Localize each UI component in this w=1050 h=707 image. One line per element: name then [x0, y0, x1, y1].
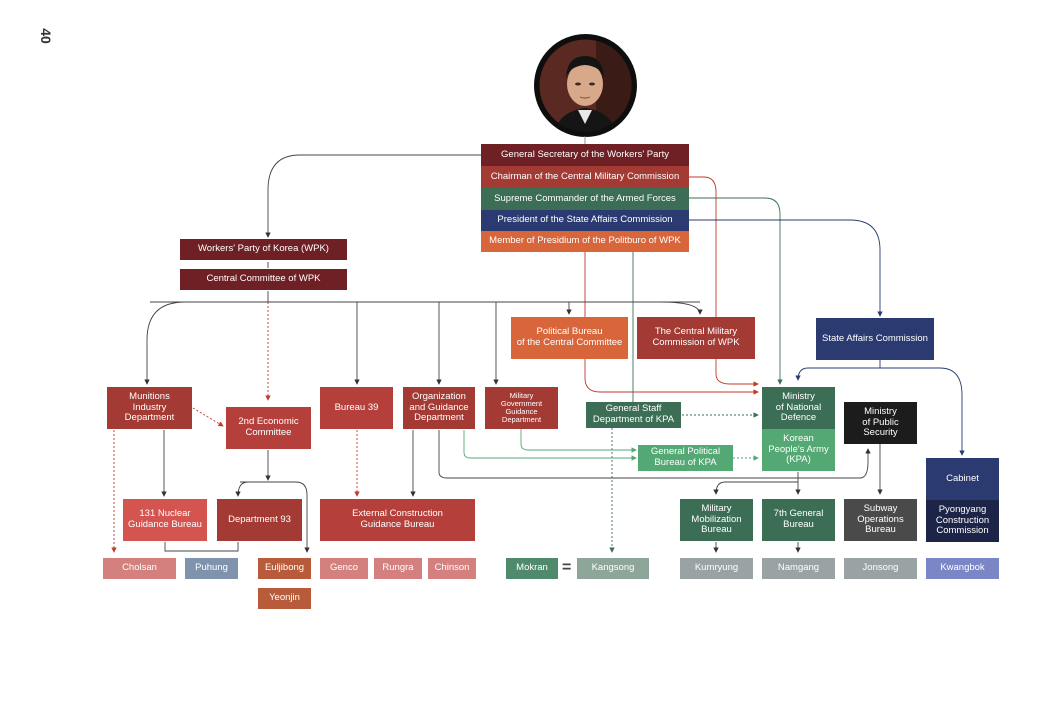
node-department-93: Department 93 — [217, 499, 302, 541]
node-subway-operations: Subway Operations Bureau — [844, 499, 917, 541]
company-chinson: Chinson — [428, 558, 476, 579]
node-131-nuclear: 131 Nuclear Guidance Bureau — [123, 499, 207, 541]
node-central-military-commission: The Central Military Commission of WPK — [637, 317, 755, 359]
company-rungra: Rungra — [374, 558, 422, 579]
company-jonsong: Jonsong — [844, 558, 917, 579]
company-namgang: Namgang — [762, 558, 835, 579]
node-political-bureau: Political Bureau of the Central Committe… — [511, 317, 628, 359]
node-central-committee: Central Committee of WPK — [180, 269, 347, 290]
title-president-sac: President of the State Affairs Commissio… — [481, 210, 689, 231]
node-general-political-bureau: General Political Bureau of KPA — [638, 445, 733, 471]
node-second-economic: 2nd Economic Committee — [226, 407, 311, 449]
node-7th-general-bureau: 7th General Bureau — [762, 499, 835, 541]
node-external-construction: External Construction Guidance Bureau — [320, 499, 475, 541]
node-general-staff: General Staff Department of KPA — [586, 402, 681, 428]
node-ministry-public-security: Ministry of Public Security — [844, 402, 917, 444]
node-military-government-guidance: Military Government Guidance Department — [485, 387, 558, 429]
node-wpk: Workers' Party of Korea (WPK) — [180, 239, 347, 260]
equals-sign: = — [562, 559, 572, 576]
node-ministry-national-defence: Ministry of National Defence — [762, 387, 835, 429]
title-supreme-commander: Supreme Commander of the Armed Forces — [481, 188, 689, 210]
company-kumryung: Kumryung — [680, 558, 753, 579]
title-politburo-member: Member of Presidium of the Politburo of … — [481, 231, 689, 252]
company-kangsong: Kangsong — [577, 558, 649, 579]
company-kwangbok: Kwangbok — [926, 558, 999, 579]
node-bureau-39: Bureau 39 — [320, 387, 393, 429]
title-general-secretary: General Secretary of the Workers' Party — [481, 144, 689, 166]
title-chairman-cmc: Chairman of the Central Military Commiss… — [481, 166, 689, 188]
node-org-guidance: Organization and Guidance Department — [403, 387, 475, 429]
company-cholsan: Cholsan — [103, 558, 176, 579]
node-state-affairs-commission: State Affairs Commission — [816, 318, 934, 360]
node-cabinet: Cabinet — [926, 458, 999, 500]
node-pyongyang-construction: Pyongyang Construction Commission — [926, 500, 999, 542]
node-military-mobilization: Military Mobilization Bureau — [680, 499, 753, 541]
node-korean-peoples-army: Korean People's Army (KPA) — [762, 429, 835, 471]
node-munitions-industry: Munitions Industry Department — [107, 387, 192, 429]
leader-portrait — [534, 34, 637, 137]
company-yeonjin: Yeonjin — [258, 588, 311, 609]
company-puhung: Puhung — [185, 558, 238, 579]
company-genco: Genco — [320, 558, 368, 579]
company-mokran: Mokran — [506, 558, 558, 579]
leader-portrait-image — [534, 34, 637, 137]
company-euljibong: Euljibong — [258, 558, 311, 579]
